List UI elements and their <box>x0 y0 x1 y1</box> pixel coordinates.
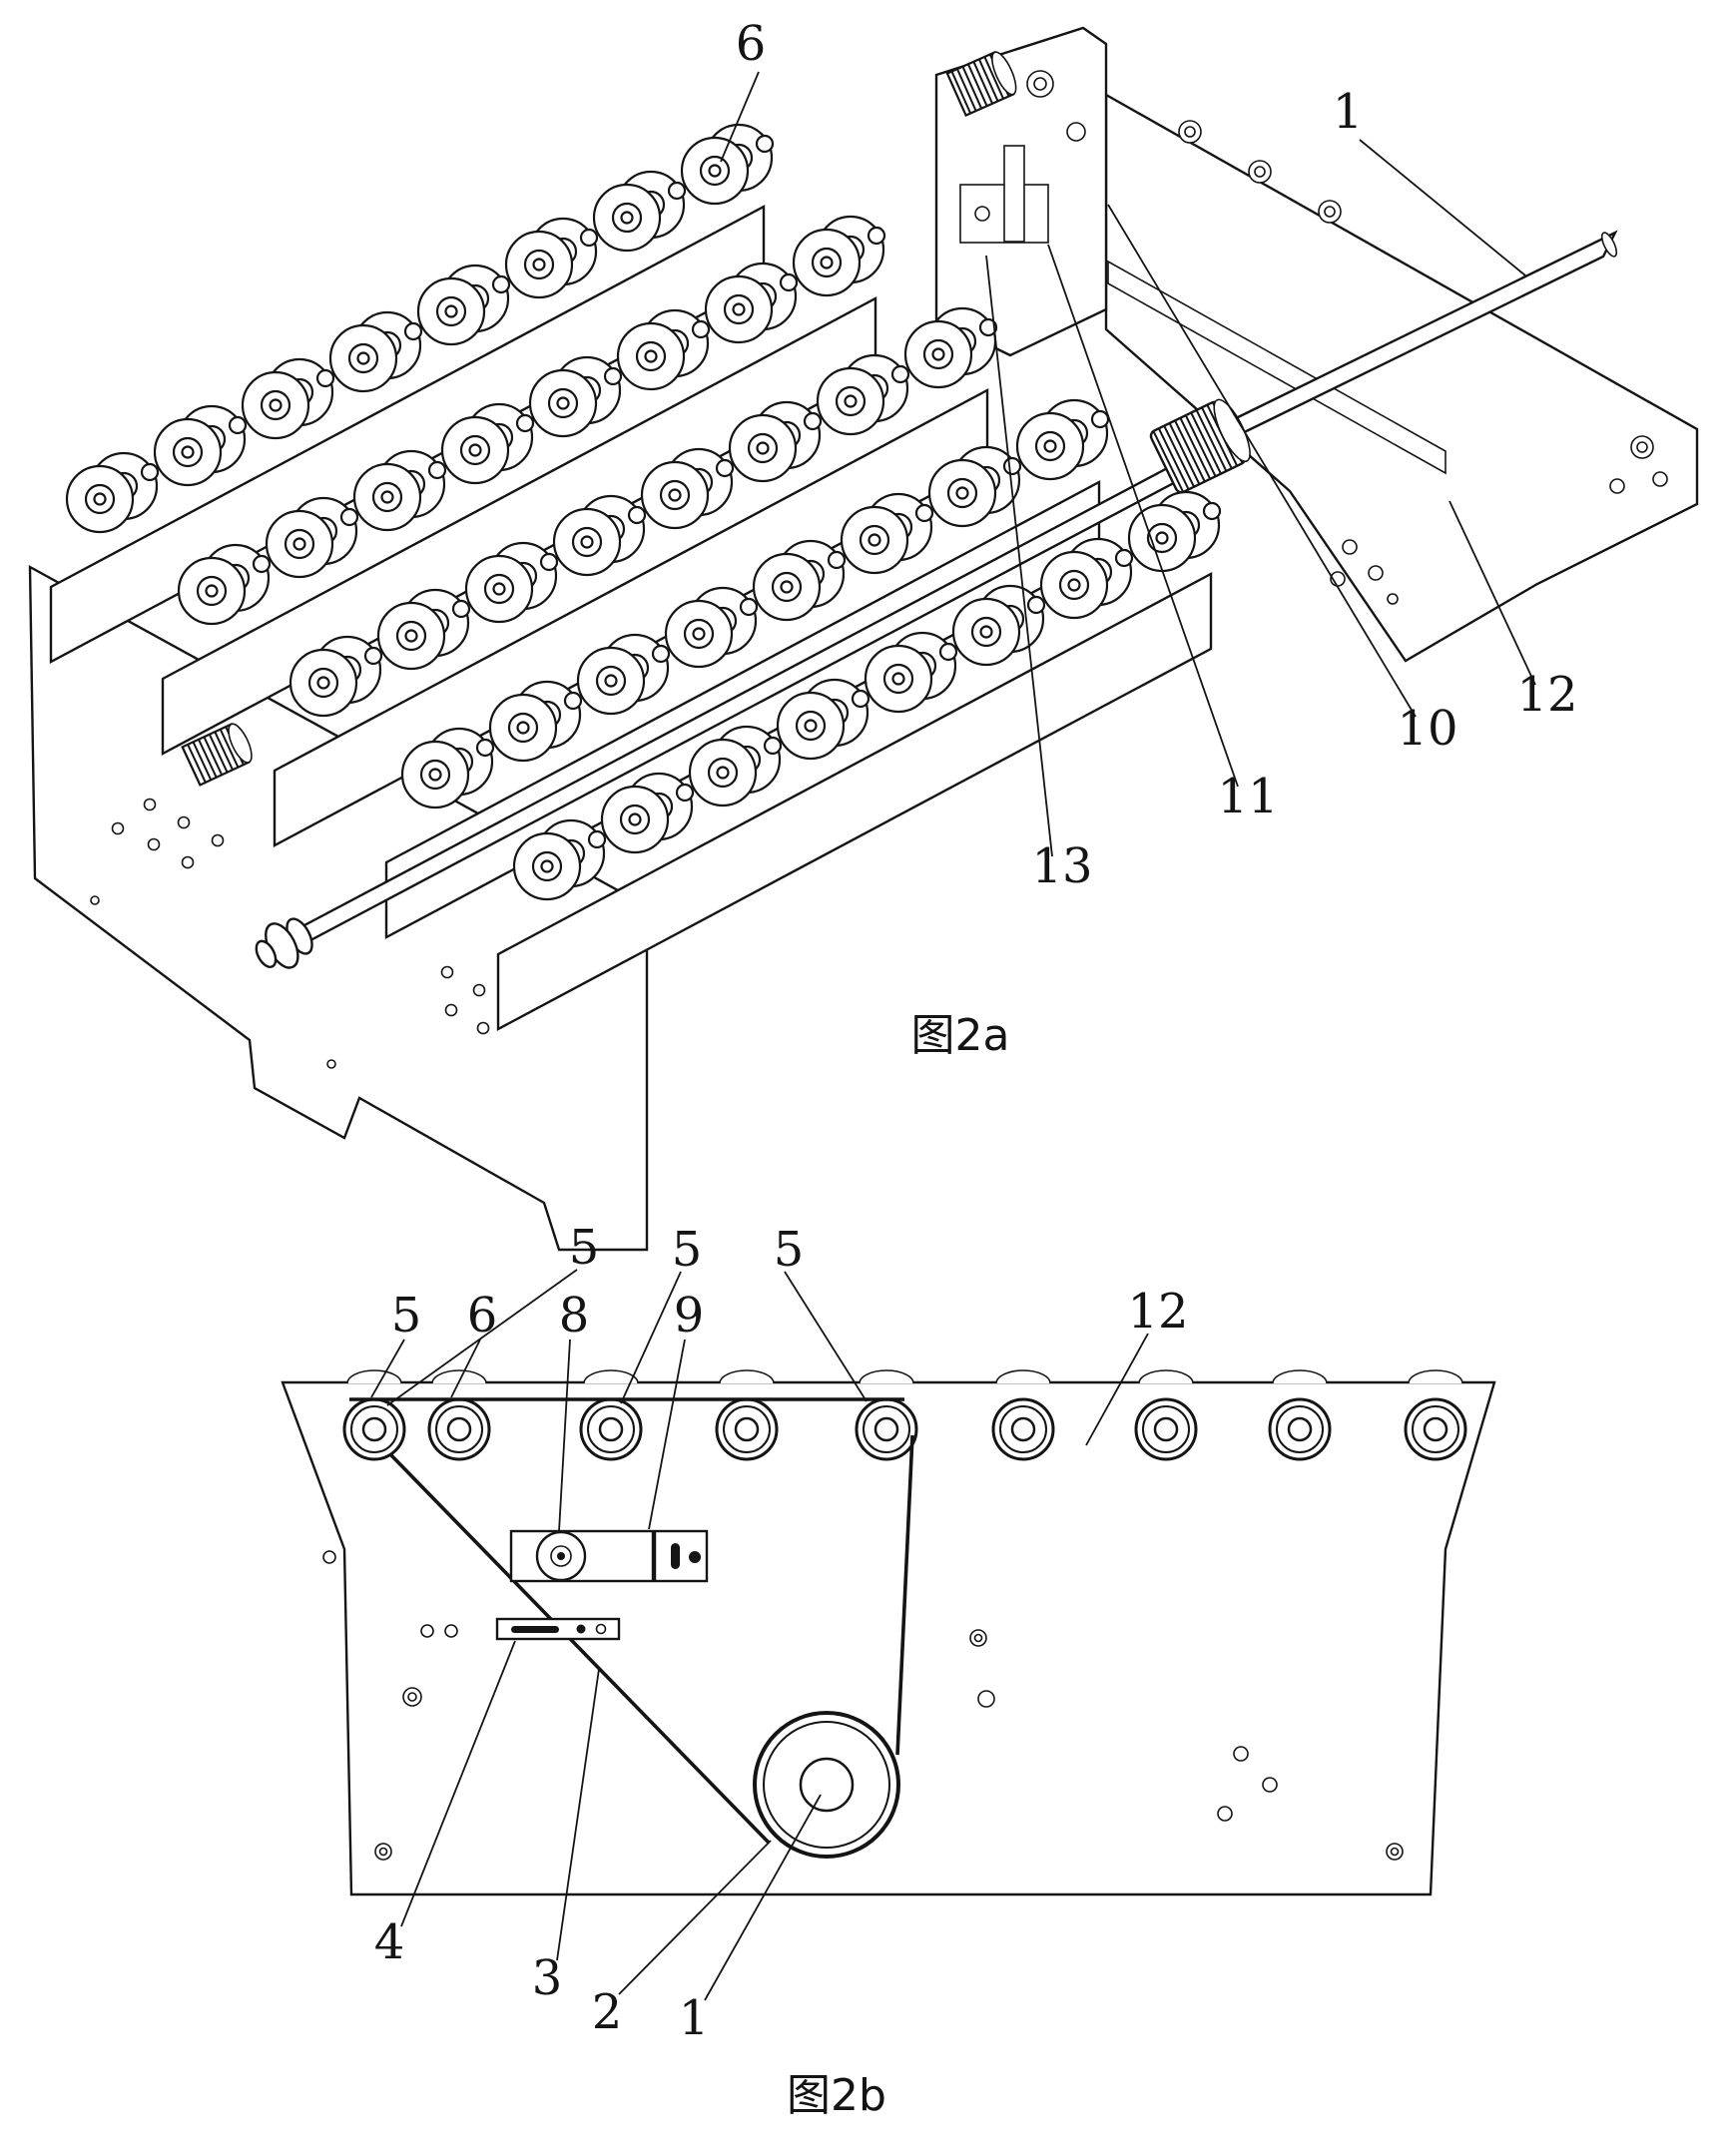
ref-label-2b-5a: 5 <box>569 1220 600 1276</box>
ref-label-2b-1: 1 <box>679 1990 710 2046</box>
pulley-hub <box>799 1757 855 1813</box>
figure-2b-caption: 图2b <box>787 2070 886 2121</box>
knurled-knob-rod <box>1149 398 1251 494</box>
figure-2b: 5 5 5 12 5 6 8 9 4 3 2 1 图2b <box>281 1220 1496 2121</box>
knurled-adjuster-top <box>945 50 1017 118</box>
guide-rod <box>1149 230 1618 494</box>
knurled-knob-left <box>181 723 253 787</box>
ref-label-2b-12: 12 <box>1127 1284 1188 1340</box>
roller-crowns <box>346 1369 1463 1384</box>
ref-label-2b-2: 2 <box>592 1984 623 2040</box>
ref-label-2b-3: 3 <box>532 1950 563 2006</box>
leader-lines-2b <box>370 1269 1149 2001</box>
drive-belt <box>349 1397 914 1845</box>
ref-label-2a-13: 13 <box>1031 838 1092 894</box>
adjust-slot <box>671 1543 680 1569</box>
ref-label-2a-11: 11 <box>1217 769 1278 824</box>
ref-label-2b-5d: 5 <box>391 1288 422 1344</box>
ref-label-2b-6: 6 <box>467 1288 498 1344</box>
right-side-plate <box>1104 92 1699 663</box>
ref-label-2a-6: 6 <box>736 16 767 72</box>
ref-label-2b-8: 8 <box>559 1288 590 1344</box>
ref-label-2b-9: 9 <box>674 1288 705 1344</box>
ref-label-2b-5b: 5 <box>672 1222 703 1278</box>
figure-2a: 6 1 12 10 11 13 图2a <box>28 16 1699 1252</box>
leader-lines-2a <box>720 71 1536 857</box>
mount-bracket <box>934 26 1108 357</box>
belt-pulley <box>753 1711 900 1859</box>
roller-row-5 <box>496 490 1222 1032</box>
figure-2a-caption: 图2a <box>911 1010 1010 1061</box>
ref-label-2b-5c: 5 <box>774 1222 805 1278</box>
slotted-strip <box>495 1617 621 1641</box>
tensioner-assembly <box>509 1529 709 1583</box>
ref-label-2a-1: 1 <box>1333 84 1364 140</box>
ref-label-2a-12: 12 <box>1516 667 1577 723</box>
ref-label-2b-4: 4 <box>374 1914 405 1970</box>
ref-label-2a-10: 10 <box>1397 701 1457 757</box>
